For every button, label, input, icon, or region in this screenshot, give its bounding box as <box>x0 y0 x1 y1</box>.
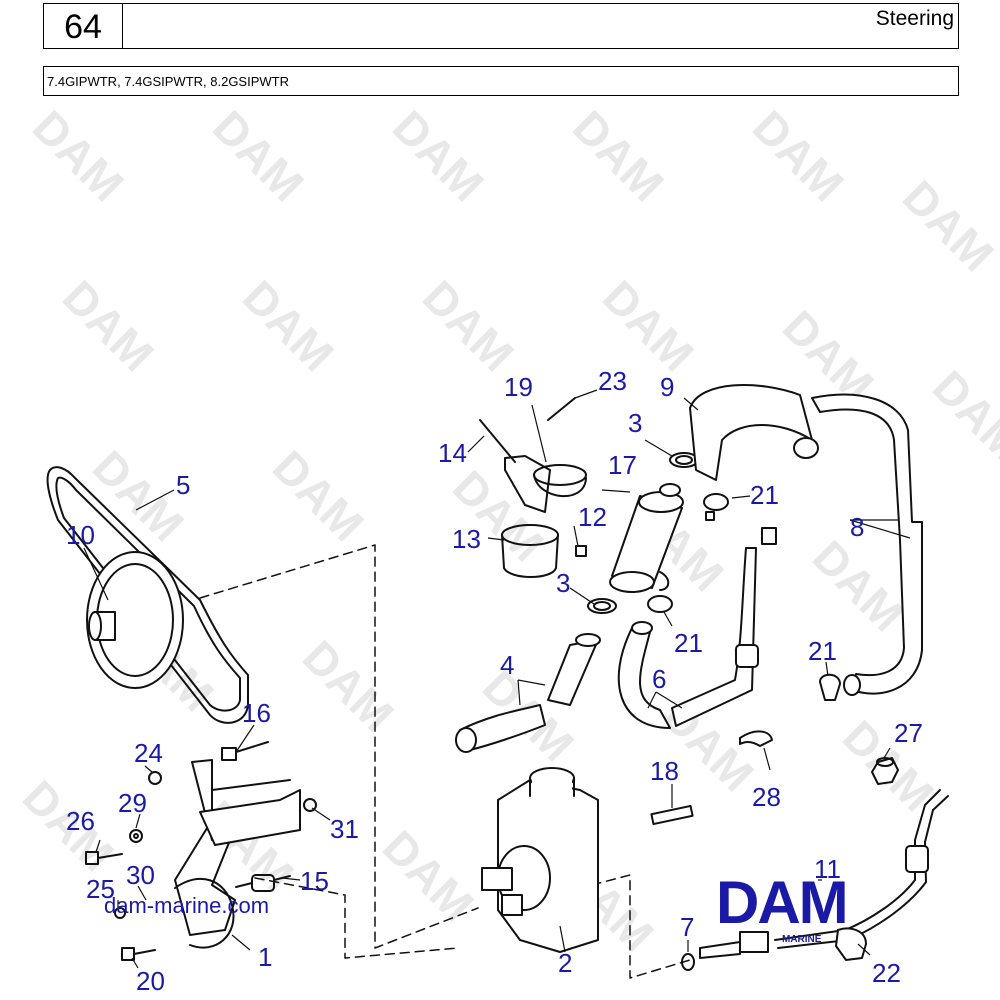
nut-24 <box>148 771 162 785</box>
callout-5: 5 <box>176 470 190 500</box>
watermark: DAM <box>803 530 914 641</box>
callout-10: 10 <box>66 520 95 550</box>
long-hose <box>811 393 923 696</box>
callout-2: 2 <box>558 948 572 978</box>
return-hose <box>455 633 601 753</box>
mount-bracket <box>174 759 301 949</box>
callout-31: 31 <box>330 814 359 844</box>
callout-19: 19 <box>504 372 533 402</box>
stud-16 <box>221 741 269 761</box>
watermark: DAM <box>23 100 134 211</box>
callout-21: 21 <box>808 636 837 666</box>
callout-17: 17 <box>608 450 637 480</box>
callout-1: 1 <box>258 942 272 972</box>
stud-18 <box>650 804 694 826</box>
hose-clamp-21 <box>819 673 841 701</box>
washer-29-hole <box>133 833 139 839</box>
callout-7: 7 <box>680 912 694 942</box>
watermark: DAM <box>233 270 344 381</box>
callout-8: 8 <box>850 512 864 542</box>
watermark: DAM <box>203 100 314 211</box>
header-bar: 64 Steering <box>43 3 959 49</box>
models-bar: 7.4GIPWTR, 7.4GSIPWTR, 8.2GSIPWTR <box>43 66 959 96</box>
callout-14: 14 <box>438 438 467 468</box>
page-number: 64 <box>44 4 123 48</box>
callout-3: 3 <box>556 568 570 598</box>
watermark: DAM <box>923 360 1000 471</box>
callout-28: 28 <box>752 782 781 812</box>
callout-16: 16 <box>242 698 271 728</box>
washer-29 <box>129 829 143 843</box>
watermark: DAM <box>893 170 1000 281</box>
callout-18: 18 <box>650 756 679 786</box>
watermark: DAM <box>293 630 404 741</box>
pulley <box>86 551 184 689</box>
callout-20: 20 <box>136 966 165 996</box>
cooler-hose <box>689 384 819 481</box>
callout-25: 25 <box>86 874 115 904</box>
callout-11: 11 <box>814 854 841 884</box>
brand-name: DAM <box>716 869 849 936</box>
o-ring-7 <box>681 953 695 971</box>
hose-clamp-3 <box>587 598 617 614</box>
callout-9: 9 <box>660 372 674 402</box>
bolt-20 <box>121 947 156 961</box>
brand-tagline: MARINE <box>782 934 822 945</box>
callout-23: 23 <box>598 366 627 396</box>
watermark: DAM <box>383 100 494 211</box>
watermark: DAM <box>373 820 484 931</box>
leader-lines <box>83 389 911 969</box>
hose-clamp-21 <box>703 493 729 521</box>
clamp-22 <box>835 927 867 961</box>
band-clamp-13 <box>501 524 559 578</box>
callout-6: 6 <box>652 664 666 694</box>
nut-27 <box>871 757 899 785</box>
watermark: DAM <box>743 100 854 211</box>
dashed-routing <box>199 544 691 979</box>
watermark: DAM <box>263 440 374 551</box>
brand-logo: DAM MARINE <box>716 869 896 946</box>
callout-12: 12 <box>578 502 607 532</box>
hose-clamp-21 <box>647 595 673 613</box>
watermark: DAM <box>593 270 704 381</box>
steering-pump <box>481 767 599 953</box>
callout-26: 26 <box>66 806 95 836</box>
callout-15: 15 <box>300 866 329 896</box>
page-title: Steering <box>875 7 954 30</box>
callout-21: 21 <box>674 628 703 658</box>
watermark: DAM <box>53 270 164 381</box>
drive-belt <box>46 466 249 724</box>
reservoir-bracket <box>479 397 587 557</box>
callout-22: 22 <box>872 958 901 988</box>
stud-15 <box>235 874 291 892</box>
website-url: dam-marine.com <box>104 893 270 918</box>
bolt-26 <box>85 851 123 865</box>
callout-13: 13 <box>452 524 481 554</box>
callout-3: 3 <box>628 408 642 438</box>
callout-30: 30 <box>126 860 155 890</box>
hose-clip-28 <box>739 730 773 747</box>
callout-4: 4 <box>500 650 514 680</box>
nut-25 <box>114 907 126 919</box>
callout-24: 24 <box>134 738 163 768</box>
fluid-reservoir <box>609 483 684 593</box>
watermark: DAM <box>563 100 674 211</box>
callout-27: 27 <box>894 718 923 748</box>
callout-29: 29 <box>118 788 147 818</box>
pressure-hose <box>617 527 777 729</box>
callout-21: 21 <box>750 480 779 510</box>
washer-31 <box>303 798 317 812</box>
engine-models: 7.4GIPWTR, 7.4GSIPWTR, 8.2GSIPWTR <box>47 74 289 89</box>
callouts: 1 2 3 3 4 5 6 7 8 9 10 11 12 13 14 15 16… <box>66 366 923 996</box>
watermark: DAM <box>413 270 524 381</box>
